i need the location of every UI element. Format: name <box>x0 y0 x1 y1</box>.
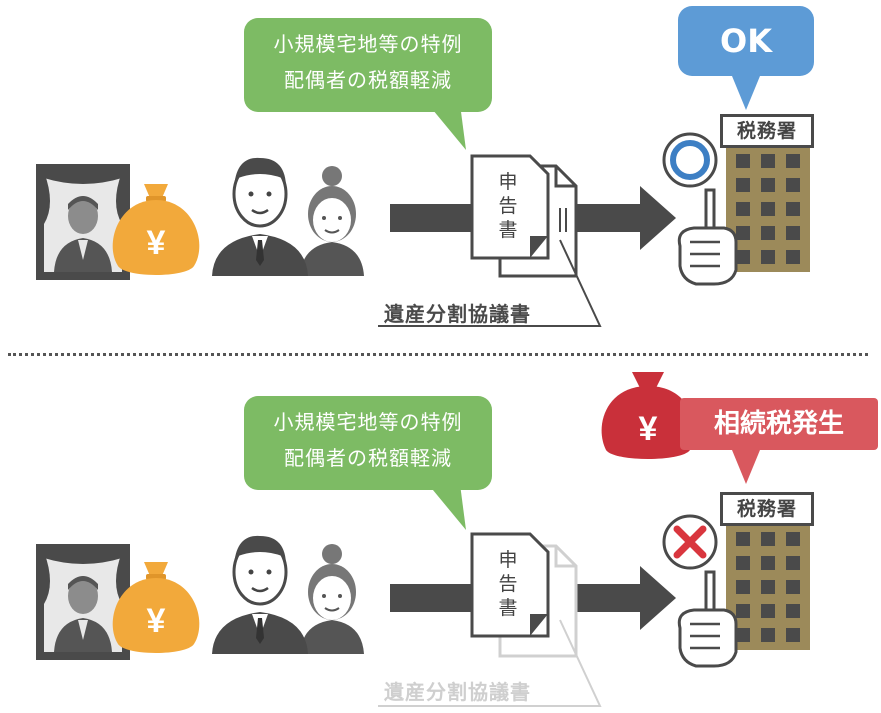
speech-line-1: 小規模宅地等の特例 <box>273 32 463 56</box>
declaration-char: 告 <box>498 195 518 217</box>
declaration-char: 申 <box>498 171 518 193</box>
building-icon <box>726 144 810 272</box>
speech-bubble: 小規模宅地等の特例 配偶者の税額軽減 <box>244 396 492 490</box>
declaration-char: 書 <box>498 597 518 619</box>
couple-icon <box>210 534 366 656</box>
tax-money-bag-icon: ¥ <box>601 372 695 459</box>
ok-bubble: OK <box>678 6 814 76</box>
declaration-char: 告 <box>498 573 518 595</box>
declaration-label: 申 告 書 <box>496 170 520 242</box>
speech-line-2: 配偶者の税額軽減 <box>284 446 452 470</box>
speech-line-2: 配偶者の税額軽減 <box>284 68 452 92</box>
declaration-document-icon <box>470 532 550 638</box>
speech-line-1: 小規模宅地等の特例 <box>273 410 463 434</box>
portrait-icon <box>36 544 130 660</box>
agreement-label: 遺産分割協議書 <box>384 298 531 327</box>
tax-office-label: 税務署 <box>736 120 797 142</box>
portrait-icon <box>36 164 130 280</box>
agreement-label-text: 遺産分割協議書 <box>384 302 531 326</box>
result-tax-label: 相続税発生 <box>713 409 844 439</box>
building-icon <box>726 522 810 650</box>
declaration-label: 申 告 書 <box>496 548 520 620</box>
couple-icon <box>210 156 366 278</box>
declaration-char: 申 <box>498 549 518 571</box>
result-ok-label: OK <box>720 22 772 60</box>
section-divider <box>8 353 868 356</box>
declaration-char: 書 <box>498 219 518 241</box>
tax-office-sign: 税務署 <box>720 492 814 526</box>
tax-office-sign: 税務署 <box>720 114 814 148</box>
agreement-label: 遺産分割協議書 <box>384 676 531 705</box>
agreement-label-text: 遺産分割協議書 <box>384 680 531 704</box>
svg-text:¥: ¥ <box>639 410 658 448</box>
declaration-document-icon <box>470 154 550 260</box>
speech-bubble: 小規模宅地等の特例 配偶者の税額軽減 <box>244 18 492 112</box>
tax-due-bubble: 相続税発生 <box>680 398 878 450</box>
tax-office-label: 税務署 <box>736 498 797 520</box>
